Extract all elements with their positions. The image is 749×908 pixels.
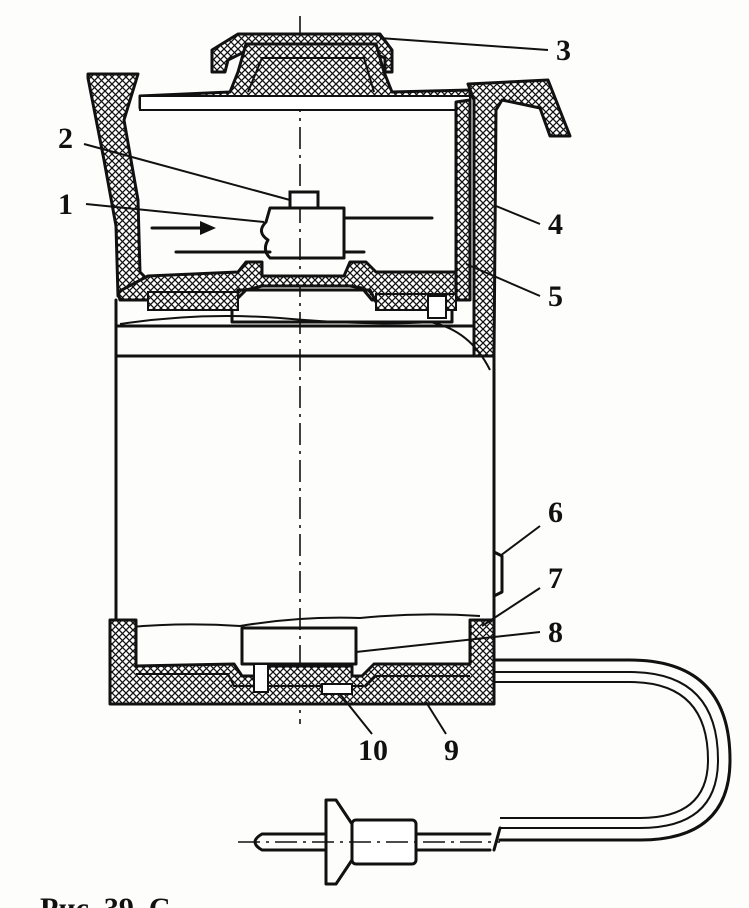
base-shell	[108, 618, 496, 706]
leader-5	[465, 263, 541, 297]
housing-break-bottom	[119, 613, 481, 629]
lid-seal	[139, 95, 471, 111]
leader-10	[339, 693, 373, 735]
cord-break	[492, 826, 502, 852]
plug-flange	[324, 798, 354, 886]
callout-4: 4	[548, 208, 563, 241]
base-cavity	[136, 673, 470, 687]
chamber-liner	[454, 98, 472, 302]
callout-5: 5	[548, 280, 563, 313]
knife-hub	[260, 206, 346, 260]
power-cord	[492, 658, 732, 842]
figure-caption: Рис. 39. С	[40, 892, 171, 908]
callout-7: 7	[548, 562, 563, 595]
power-cord-inner	[494, 671, 720, 829]
callout-1: 1	[58, 188, 73, 221]
leader-3	[379, 37, 549, 51]
body-right-wall-spout	[466, 78, 572, 358]
switch-button	[492, 550, 504, 598]
foot-left	[253, 663, 269, 693]
callout-3: 3	[556, 34, 571, 67]
flow-arrow-head	[200, 221, 216, 235]
power-cord-inner-2	[494, 681, 710, 819]
leader-6	[499, 525, 541, 557]
leader-7	[481, 587, 541, 627]
callout-10: 10	[358, 734, 388, 767]
knife-hub-cap	[288, 190, 320, 210]
housing-break-top	[119, 315, 491, 371]
callout-8: 8	[548, 616, 563, 649]
leader-9	[425, 701, 447, 735]
foot-right	[321, 683, 353, 695]
coupling-right-stud	[427, 295, 447, 319]
leader-8	[355, 631, 541, 653]
motor-end-block	[240, 626, 358, 666]
callout-9: 9	[444, 734, 459, 767]
callout-6: 6	[548, 496, 563, 529]
leader-2	[83, 143, 291, 201]
coupling-left-pad	[147, 291, 239, 311]
lid-knob-inner	[247, 57, 375, 93]
leader-1	[85, 203, 265, 223]
callout-2: 2	[58, 122, 73, 155]
leader-4	[495, 205, 541, 225]
